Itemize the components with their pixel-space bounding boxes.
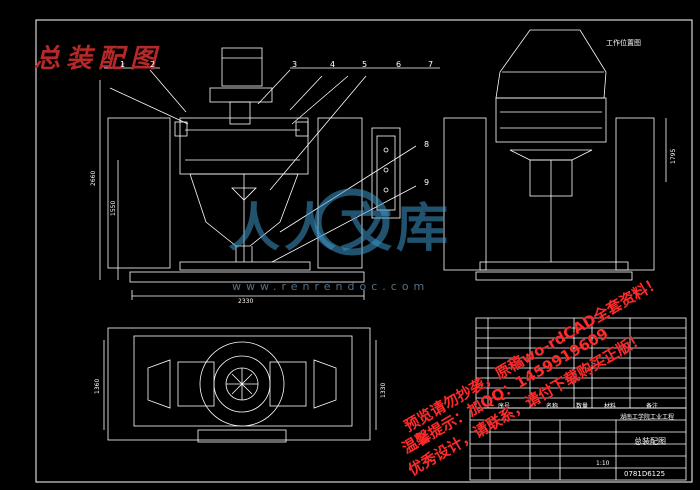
part-number-7: 7: [428, 60, 434, 69]
dim-plan-depth: 1360: [94, 378, 101, 394]
part-number-5: 5: [362, 60, 368, 69]
side-view-label: 工作位置图: [606, 39, 641, 47]
watermark-logo-text: 人人文库: [228, 198, 453, 259]
dim-height-2: 1550: [110, 200, 117, 216]
part-number-9: 9: [424, 178, 430, 187]
title-block-code: 0781D6125: [624, 470, 666, 478]
part-number-3: 3: [292, 60, 298, 69]
dim-overall-height: 2660: [90, 170, 97, 186]
plan-view: [103, 327, 377, 443]
part-number-1: 1: [120, 60, 126, 69]
bom-header-material: 材料: [604, 403, 617, 410]
title-block-scale: 1:10: [596, 460, 610, 467]
stamp-title: 总装配图: [34, 44, 163, 74]
side-view: [443, 29, 667, 281]
dim-side-height: 1795: [670, 148, 677, 164]
bom-header-qty: 数量: [576, 403, 589, 410]
bom-header-name: 名称: [546, 403, 559, 410]
title-block: [469, 407, 687, 481]
bom-header-remark: 备注: [646, 403, 659, 410]
watermark-logo-mark: [314, 188, 390, 256]
title-block-drawing-name: 总装配图: [634, 437, 666, 446]
bill-of-materials: [475, 317, 687, 409]
watermark-url: www.renrendoc.com: [232, 280, 430, 293]
part-number-8: 8: [424, 140, 430, 149]
title-block-school: 湖南工学院工业工程: [620, 414, 675, 421]
part-number-4: 4: [330, 60, 336, 69]
part-number-2: 2: [150, 60, 156, 69]
dim-plan-right: 1330: [380, 382, 387, 398]
drawing-frame: [35, 19, 693, 483]
dim-overall-width: 2330: [238, 298, 254, 305]
part-number-6: 6: [396, 60, 402, 69]
bom-header-no: 序号: [498, 403, 511, 410]
